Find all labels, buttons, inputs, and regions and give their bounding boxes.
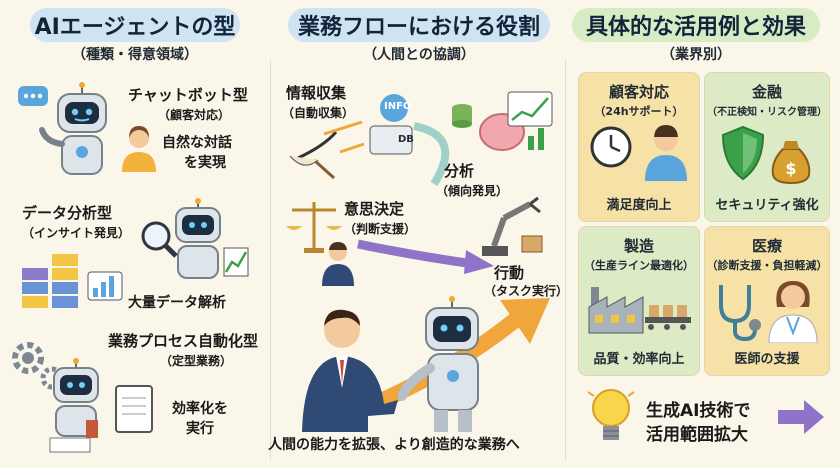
businessman-small-icon <box>322 242 354 286</box>
stethoscope-icon <box>719 285 761 342</box>
divider-right <box>565 60 566 460</box>
card-medical: 医療 （診断支援・負担軽減） 医師の支援 <box>704 226 830 376</box>
robot-arm-icon <box>482 196 543 256</box>
card-medical-title: 医療 <box>751 237 782 255</box>
chatbot-type-title: チャットボット型 <box>128 86 248 104</box>
footer-line-2: 活用範囲拡大 <box>646 425 748 445</box>
card-manufacturing-title: 製造 <box>623 237 654 255</box>
card-customer-effect: 満足度向上 <box>606 198 672 213</box>
step-analysis-sub: （傾向発見） <box>436 184 509 198</box>
step-action-title: 行動 <box>494 264 525 282</box>
chatbot-desc-1: 自然な対話 <box>162 135 232 151</box>
middle-subtitle: （人間との協調） <box>363 47 475 63</box>
analysis-robot-icon <box>141 198 249 279</box>
card-manufacturing-sub: （生産ライン最適化） <box>584 259 694 272</box>
collab-caption: 人間の能力を拡張、より創造的な業務へ <box>268 437 520 453</box>
divider-left <box>270 60 271 460</box>
right-title: 具体的な活用例と効果 <box>585 15 806 40</box>
middle-title: 業務フローにおける役割 <box>297 15 540 40</box>
svg-text:$: $ <box>785 159 796 178</box>
chatbot-desc-2: を実現 <box>184 155 226 171</box>
clock-icon <box>590 126 632 168</box>
automation-desc-1: 効率化を <box>172 401 228 417</box>
middle-header: 業務フローにおける役割 <box>288 8 550 42</box>
card-customer-title: 顧客対応 <box>608 83 669 101</box>
chatbot-type-sub: （顧客対応） <box>158 108 231 122</box>
chatbot-robot-icon <box>18 82 107 175</box>
info-label: INFO <box>384 101 412 112</box>
decision-scale-icon <box>286 202 342 253</box>
person-icon <box>122 126 156 172</box>
automation-desc-2: 実行 <box>186 421 214 437</box>
footer-line-1: 生成AI技術で <box>646 401 751 421</box>
step-decision-title: 意思決定 <box>344 200 405 218</box>
analysis-type-title: データ分析型 <box>22 204 113 222</box>
card-customer: 顧客対応 （24hサポート） 満足度向上 <box>578 72 700 222</box>
doctor-icon <box>768 281 818 343</box>
gear-icon <box>12 342 64 390</box>
step-analysis-title: 分析 <box>444 162 475 180</box>
collect-flow-icon <box>289 94 450 187</box>
automation-type-title: 業務プロセス自動化型 <box>108 332 259 350</box>
card-manufacturing-effect: 品質・効率向上 <box>593 352 685 367</box>
card-finance-sub: （不正検知・リスク管理） <box>707 107 827 118</box>
card-medical-sub: （診断支援・負担軽減） <box>706 259 828 272</box>
support-person-icon <box>645 125 687 181</box>
card-finance-effect: セキュリティ強化 <box>715 198 819 213</box>
card-finance-title: 金融 <box>751 83 782 101</box>
arrow-right-icon <box>778 400 824 434</box>
data-stack-icon <box>22 254 123 308</box>
card-customer-sub: （24hサポート） <box>594 105 684 118</box>
brain-chart-icon <box>452 91 553 151</box>
right-subtitle: （業界別） <box>661 47 731 63</box>
card-manufacturing: 製造 （生産ライン最適化） 品質・効率向上 <box>578 226 700 376</box>
step-action-sub: （タスク実行） <box>484 284 569 298</box>
card-medical-effect: 医師の支援 <box>734 352 800 367</box>
factory-icon <box>588 287 691 334</box>
shield-icon <box>721 125 765 181</box>
handshake-robot-icon <box>398 296 479 432</box>
right-header: 具体的な活用例と効果 <box>572 8 820 42</box>
left-subtitle: （種類・得意領域） <box>72 47 198 63</box>
analysis-desc: 大量データ解析 <box>128 295 226 311</box>
step-collect-sub: （自動収集） <box>282 106 355 120</box>
businessman-icon <box>302 309 398 432</box>
money-bag-icon: $ <box>771 141 811 185</box>
automation-type-sub: （定型業務） <box>160 354 233 368</box>
analysis-type-sub: （インサイト発見） <box>22 226 131 240</box>
lightbulb-icon <box>587 389 635 440</box>
left-header: AIエージェントの型 <box>30 8 240 42</box>
db-label: DB <box>398 134 414 145</box>
automation-robot-icon <box>49 358 153 453</box>
flow-arrow-purple-icon <box>357 239 494 274</box>
step-collect-title: 情報収集 <box>286 84 347 102</box>
step-decision-sub: （判断支援） <box>344 222 417 236</box>
left-title: AIエージェントの型 <box>34 15 236 40</box>
card-finance: 金融 （不正検知・リスク管理） $ セキュリティ強化 <box>704 72 830 222</box>
